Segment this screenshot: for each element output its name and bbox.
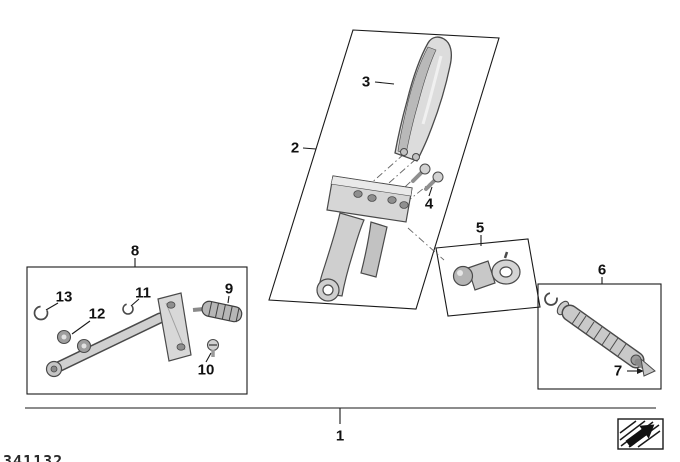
callout-9[interactable]: 9 (224, 280, 234, 298)
heel-plate-part3 (394, 36, 452, 162)
screws-part4 (411, 163, 444, 191)
callout-11[interactable]: 11 (135, 284, 151, 302)
bolt-part10 (206, 338, 220, 357)
leader-lines (25, 81, 656, 424)
callout-1[interactable]: 1 (335, 427, 345, 445)
callout-3[interactable]: 3 (361, 73, 371, 91)
callout-13[interactable]: 13 (55, 288, 73, 306)
diagram-code: 341132 (3, 452, 64, 462)
callout-4[interactable]: 4 (424, 195, 434, 213)
callout-8[interactable]: 8 (130, 242, 140, 260)
bracket-part2 (316, 175, 413, 302)
callout7-arrowhead (637, 368, 644, 374)
circlip (544, 292, 558, 306)
end-piece-part7 (640, 357, 656, 377)
bushings-part12 (56, 329, 92, 354)
rubber-peg-part9 (201, 300, 243, 323)
clamp-part5 (452, 251, 521, 291)
shift-lever-part8 (33, 292, 243, 378)
callout-6[interactable]: 6 (597, 261, 607, 279)
callout-10[interactable]: 10 (197, 361, 215, 379)
part8-group-box (26, 266, 248, 395)
group-outlines (26, 29, 662, 395)
part6-group-box (537, 283, 662, 390)
callout-7[interactable]: 7 (613, 362, 623, 380)
callout-5[interactable]: 5 (475, 219, 485, 237)
part5-group-box (435, 238, 541, 317)
part2-group-box (268, 29, 500, 310)
callout-12[interactable]: 12 (88, 305, 106, 323)
parts-catalog-arrow-icon (617, 418, 664, 450)
clip-part11 (122, 303, 134, 315)
footpeg-part6 (544, 292, 656, 377)
circlip-part13 (33, 305, 49, 321)
callout-2[interactable]: 2 (290, 139, 300, 157)
